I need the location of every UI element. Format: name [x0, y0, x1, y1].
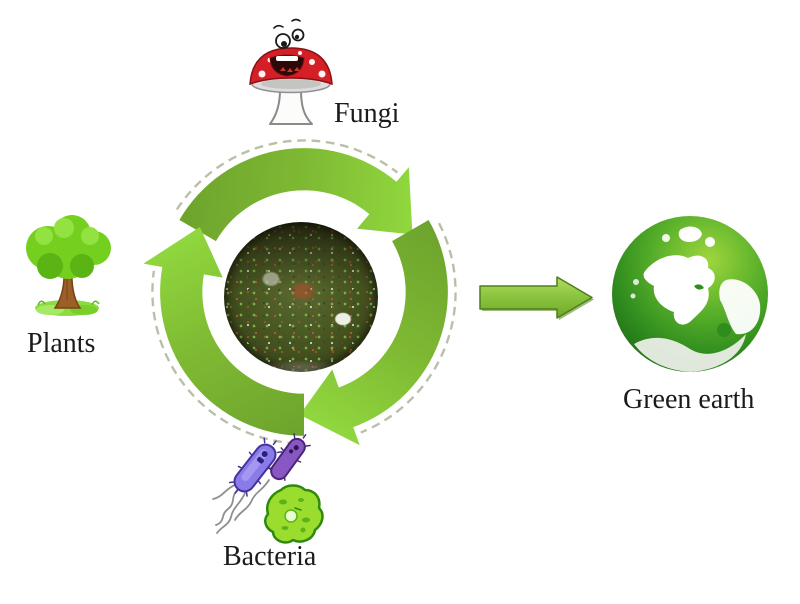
fungi-label: Fungi — [334, 98, 400, 129]
green-globe-icon — [612, 216, 768, 372]
plants-node — [20, 210, 120, 320]
fungi-node — [240, 8, 340, 128]
bacteria-node — [205, 428, 335, 550]
bacteria-icon — [212, 433, 324, 544]
right-arrow-icon — [479, 276, 594, 320]
compost-photo — [224, 222, 378, 372]
plants-label: Plants — [27, 328, 96, 359]
tree-icon — [26, 215, 111, 316]
green-earth-label: Green earth — [623, 384, 755, 415]
bacteria-label: Bacteria — [223, 541, 317, 572]
green-earth-node — [608, 212, 772, 376]
flow-arrow — [478, 274, 596, 322]
mushroom-icon — [249, 18, 333, 125]
